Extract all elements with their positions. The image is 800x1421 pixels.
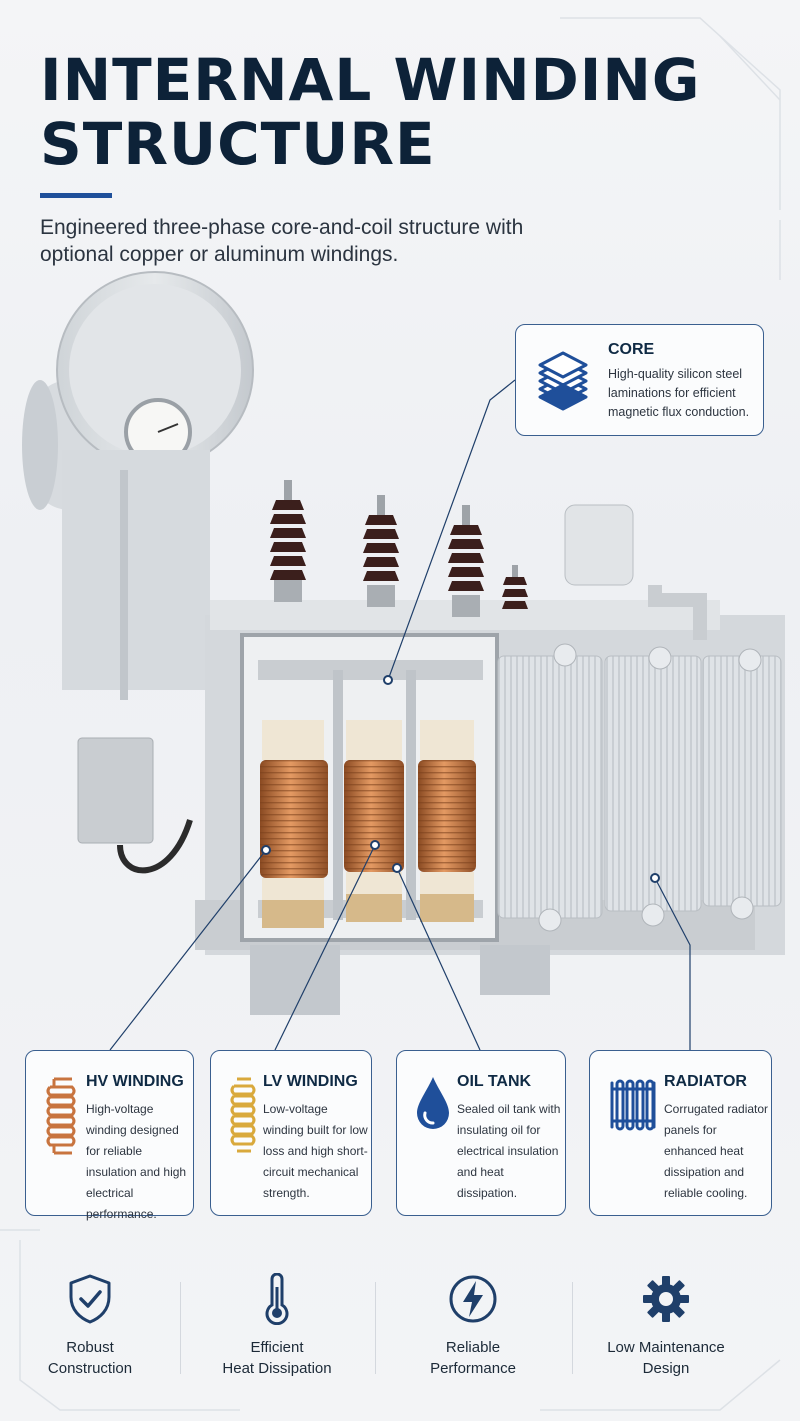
radiator-description: Corrugated radiator panels for enhanced … [664,1102,769,1200]
lightning-icon [449,1275,497,1323]
feature-divider [572,1282,573,1374]
feature-label: Low Maintenance [607,1339,725,1356]
gear-icon [643,1276,689,1322]
hv-winding-callout: HV WINDING High-voltage winding designed… [25,1050,194,1221]
hv-coil-icon [46,1077,76,1155]
feature-label: Heat Dissipation [222,1360,332,1377]
shield-check-icon [69,1274,111,1324]
feature-label: Robust [66,1339,114,1356]
leader-lines [109,379,691,1050]
feature-label: Performance [430,1360,516,1377]
lv-winding-callout: LV WINDING Low-voltage winding built for… [210,1050,372,1216]
thermometer-icon [265,1273,289,1325]
feature-divider [375,1282,376,1374]
feature-label: Efficient [250,1339,304,1356]
hv-winding-description: High-voltage winding designed for reliab… [86,1102,187,1221]
radiator-icon [610,1079,656,1131]
core-laminations-icon [538,351,588,411]
oil-tank-title: OIL TANK [457,1073,532,1090]
oil-drop-icon [417,1077,449,1129]
feature-low-maintenance: Low Maintenance Design [571,1265,761,1385]
hv-winding-title: HV WINDING [86,1073,184,1090]
radiator-title: RADIATOR [664,1073,747,1090]
lv-coil-icon [230,1077,256,1153]
feature-label: Reliable [445,1339,501,1356]
feature-label: Construction [47,1360,133,1377]
feature-robust-construction: Robust Construction [0,1265,185,1385]
title-line-2: STRUCTURE [40,110,436,178]
cutaway-interior [240,633,499,942]
radiator-panels [497,643,782,932]
conservator-tank [22,271,254,510]
feature-divider [180,1282,181,1374]
core-title: CORE [608,341,655,358]
feature-heat-dissipation: Efficient Heat Dissipation [182,1265,372,1385]
oil-tank-description: Sealed oil tank with insulating oil for … [457,1102,561,1200]
hv-bushings [270,480,528,617]
core-callout: CORE High-quality silicon steel laminati… [515,324,764,436]
oil-tank-callout: OIL TANK Sealed oil tank with insulating… [396,1050,566,1216]
lv-winding-title: LV WINDING [263,1073,358,1090]
title-line-1: INTERNAL WINDING [40,46,701,114]
radiator-callout: RADIATOR Corrugated radiator panels for … [589,1050,772,1216]
feature-row: Robust Construction Efficient Heat Dissi… [0,1265,800,1385]
title-underline [40,193,112,198]
feature-reliable-performance: Reliable Performance [378,1265,568,1385]
subtitle: Engineered three-phase core-and-coil str… [40,216,524,266]
core-description: High-quality silicon steel laminations f… [608,367,750,419]
lv-winding-description: Low-voltage winding built for low loss a… [263,1102,368,1200]
feature-label: Design [642,1360,690,1377]
page-title: INTERNAL WINDING STRUCTURE [40,48,701,176]
transformer-illustration [22,271,785,1050]
